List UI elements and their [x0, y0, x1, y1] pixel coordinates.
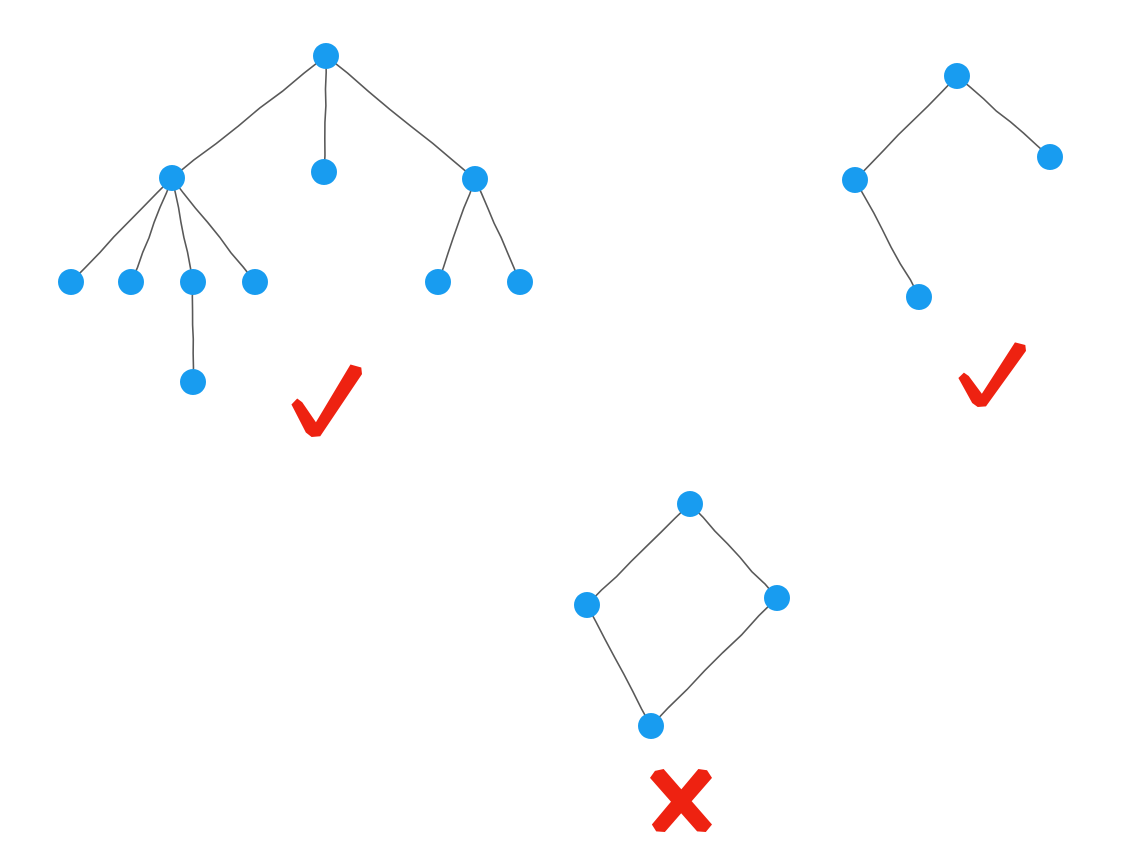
cross-mark-icon [650, 769, 712, 832]
graph-node[interactable] [638, 713, 664, 739]
graph-edge [437, 178, 476, 283]
graph-node[interactable] [764, 585, 790, 611]
graph-node[interactable] [906, 284, 932, 310]
graph-edge [323, 55, 327, 173]
graph-edge [325, 55, 476, 180]
graph-node[interactable] [311, 159, 337, 185]
graph-edge [474, 178, 521, 283]
graph-edge [171, 55, 327, 179]
graph-node[interactable] [159, 165, 185, 191]
graph-node[interactable] [180, 269, 206, 295]
graph-edge [171, 177, 194, 283]
graph-edge [191, 281, 195, 383]
graph-node[interactable] [462, 166, 488, 192]
graph-edge [70, 177, 173, 283]
graph-edge [586, 604, 652, 727]
check-mark-icon [958, 342, 1026, 407]
edges-layer [70, 55, 1051, 727]
graph-edge [650, 597, 778, 727]
graph-node[interactable] [313, 43, 339, 69]
graph-node[interactable] [507, 269, 533, 295]
graph-node[interactable] [58, 269, 84, 295]
check-mark-icon [291, 364, 362, 437]
graph-edge [854, 75, 958, 181]
graph-node[interactable] [1037, 144, 1063, 170]
graph-node[interactable] [425, 269, 451, 295]
graph-edge [586, 503, 691, 606]
graph-edge [956, 75, 1051, 158]
graph-edge [130, 177, 173, 283]
graph-edge [689, 503, 778, 599]
marks-layer [291, 342, 1026, 832]
graph-node[interactable] [677, 491, 703, 517]
graph-node[interactable] [842, 167, 868, 193]
nodes-layer [58, 43, 1063, 739]
graph-edge [171, 177, 256, 283]
graph-edge [854, 179, 920, 298]
graph-node[interactable] [574, 592, 600, 618]
graph-node[interactable] [944, 63, 970, 89]
graph-node[interactable] [118, 269, 144, 295]
graph-node[interactable] [180, 369, 206, 395]
graph-node[interactable] [242, 269, 268, 295]
